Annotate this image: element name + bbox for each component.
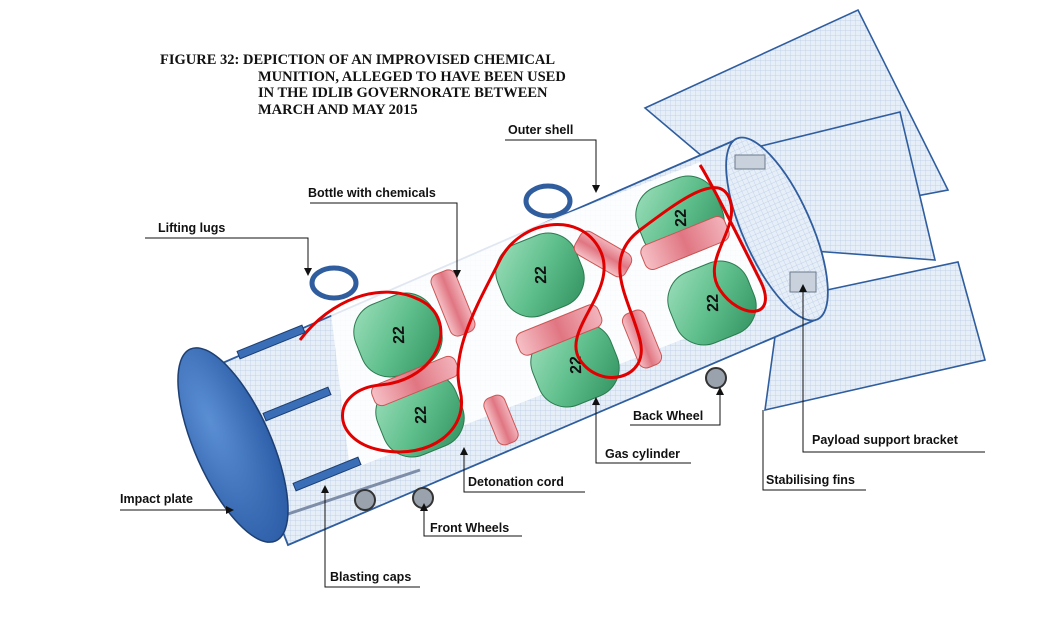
cylinder-marking: 22 <box>533 266 551 284</box>
label-stabilising-fins: Stabilising fins <box>766 473 855 487</box>
cylinder-marking: 22 <box>705 294 723 312</box>
label-bottle-with-chemicals: Bottle with chemicals <box>308 186 436 200</box>
leader-lines <box>120 139 985 588</box>
cylinder-marking: 22 <box>391 326 409 344</box>
label-gas-cylinder: Gas cylinder <box>605 447 681 461</box>
label-payload-support-bracket: Payload support bracket <box>812 433 958 447</box>
figure-title-line-3: IN THE IDLIB GOVERNORATE BETWEEN <box>258 85 548 101</box>
lifting-lugs <box>309 183 573 301</box>
leader-arrows <box>226 185 807 514</box>
payload-support-bracket <box>734 154 817 293</box>
figure-title-line-2: MUNITION, ALLEGED TO HAVE BEEN USED <box>258 68 566 85</box>
cylinder-marking: 22 <box>673 209 691 227</box>
label-impact-plate: Impact plate <box>120 492 193 506</box>
blasting-caps <box>236 324 421 522</box>
label-back-wheel: Back Wheel <box>633 409 704 423</box>
figure-title-line-4: MARCH AND MAY 2015 <box>258 101 418 118</box>
detonation-cord <box>298 164 767 454</box>
gas-cylinders: 22 22 22 22 22 22 <box>353 175 757 458</box>
label-lifting-lugs: Lifting lugs <box>158 221 226 235</box>
label-front-wheels: Front Wheels <box>430 521 510 535</box>
back-wheel <box>705 367 727 389</box>
label-outer-shell: Outer shell <box>508 123 574 137</box>
label-detonation-cord: Detonation cord <box>468 475 564 489</box>
figure-title: FIGURE 32: DEPICTION OF AN IMPROVISED CH… <box>160 52 640 118</box>
impact-plate <box>177 347 289 543</box>
label-blasting-caps: Blasting caps <box>330 570 412 584</box>
figure-title-line-1: FIGURE 32: DEPICTION OF AN IMPROVISED CH… <box>160 52 556 68</box>
cylinder-marking: 22 <box>413 406 431 424</box>
